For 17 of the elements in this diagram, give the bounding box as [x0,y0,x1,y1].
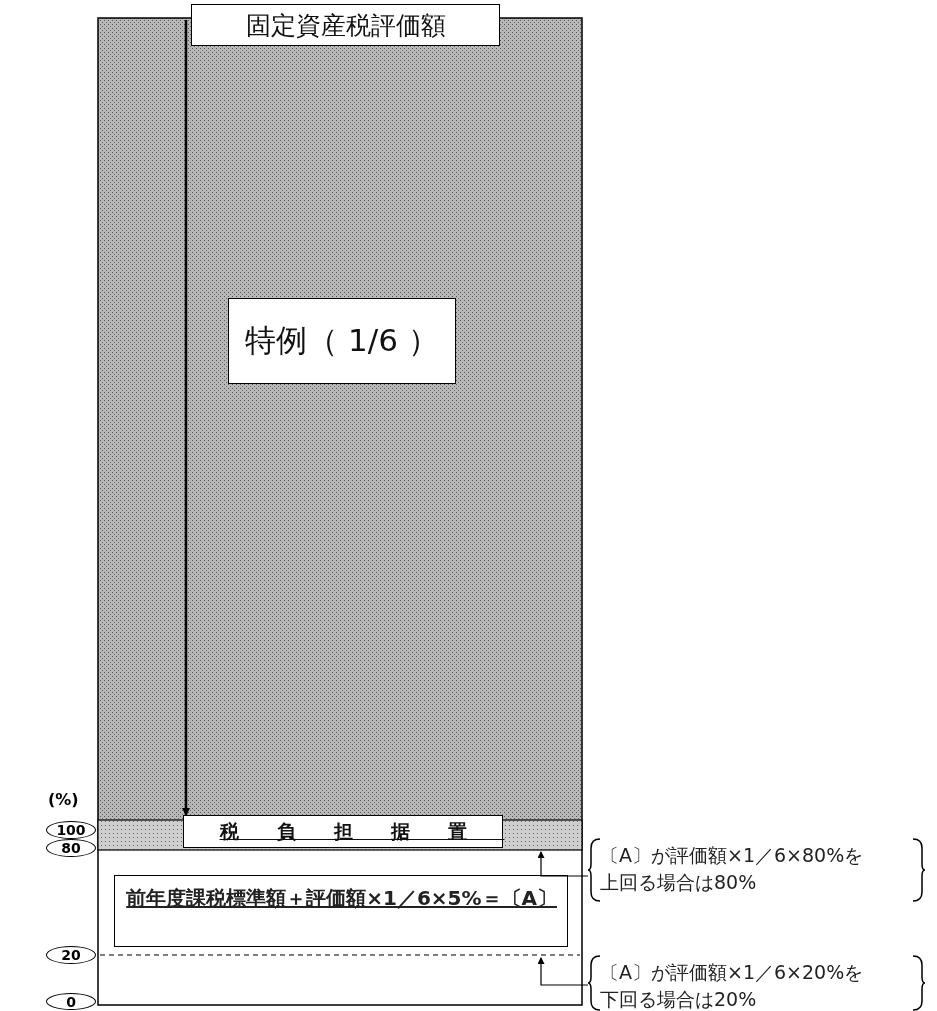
unit-label: (%) [48,790,79,809]
bracket-note [588,838,925,902]
label-box: 特例（ 1/6 ） [228,298,456,384]
arrow [182,20,190,816]
bracket-note [588,955,925,1011]
label-box: 税負担据置 [183,815,503,848]
percent-oval: 20 [46,946,96,964]
percent-oval: 80 [46,839,96,857]
formula-box: 前年度課税標準額＋評価額×1／6×5%＝〔A〕 [114,875,568,947]
title-box: 固定資産税評価額 [191,4,500,46]
percent-oval: 0 [46,993,96,1010]
leader-arrow [537,957,589,986]
percent-oval: 100 [46,821,96,839]
dashed-level-line [99,954,581,956]
leader-arrow [537,851,589,877]
note-text: 〔A〕が評価額×1／6×20%を下回る場合は20% [600,960,865,1011]
note-text: 〔A〕が評価額×1／6×80%を上回る場合は80% [600,843,865,895]
